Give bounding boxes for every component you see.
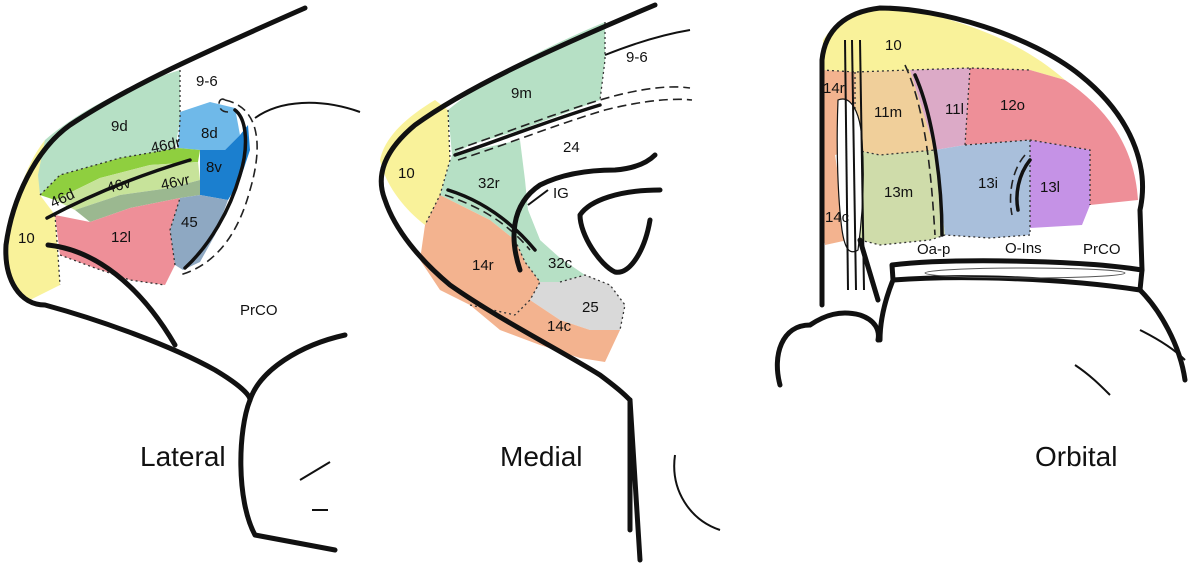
medial-area-32c	[515, 210, 585, 282]
lateral-area-46v	[75, 180, 200, 222]
orbital-area-12o	[965, 68, 1138, 205]
orbital-label-prco: PrCO	[1083, 241, 1121, 258]
medial-area-14c	[470, 300, 620, 362]
lateral-label-46vr: 46vr	[159, 171, 191, 194]
medial-area-25	[530, 275, 625, 330]
lateral-area-9d	[38, 70, 180, 195]
medial-label-14c: 14c	[547, 318, 572, 335]
orbital-label-13m: 13m	[884, 184, 913, 201]
orbital-label-oap: Oa-p	[917, 241, 950, 258]
medial-label-32c: 32c	[548, 255, 573, 272]
lateral-label-8v: 8v	[206, 159, 222, 176]
orbital-label-13i: 13i	[978, 175, 998, 192]
lateral-label-45: 45	[181, 214, 198, 231]
orbital-label-11l: 11l	[945, 101, 964, 118]
lateral-area-8d	[178, 102, 240, 150]
lateral-label-10: 10	[18, 230, 35, 247]
orbital-area-11l	[910, 68, 970, 150]
medial-label-ig: IG	[553, 185, 569, 202]
medial-area-9m	[448, 22, 605, 155]
medial-label-10: 10	[398, 165, 415, 182]
orbital-label-11m: 11m	[874, 104, 902, 121]
medial-label-9-6: 9-6	[626, 49, 648, 66]
orbital-area-13l	[1030, 140, 1090, 228]
medial-view-title: Medial	[500, 441, 582, 472]
medial-area-10	[380, 100, 450, 225]
orbital-label-12o: 12o	[1000, 97, 1025, 114]
orbital-area-13m	[855, 150, 945, 245]
lateral-area-12l	[55, 198, 180, 285]
lateral-label-8d: 8d	[201, 125, 218, 142]
orbital-label-10: 10	[885, 37, 902, 54]
lateral-area-45	[170, 195, 228, 270]
lateral-label-12l: 12l	[111, 229, 131, 246]
medial-label-32r: 32r	[478, 175, 500, 192]
lateral-label-9d: 9d	[111, 118, 128, 135]
orbital-area-13i	[935, 140, 1030, 238]
medial-panel: 10 9m 9-6 24 32r IG 14r 32c 25 14c Media…	[378, 2, 721, 563]
orbital-label-oins: O-Ins	[1005, 240, 1042, 257]
lateral-label-9-6: 9-6	[196, 73, 218, 90]
medial-label-24: 24	[563, 139, 580, 156]
lateral-label-46v: 46v	[105, 174, 133, 196]
medial-label-25: 25	[582, 299, 599, 316]
lateral-area-46dr	[40, 148, 200, 200]
lateral-view-title: Lateral	[140, 441, 226, 472]
lateral-panel: 10 9d 9-6 8d 8v 46dr 46d 46v 46vr 45 12l…	[3, 5, 361, 553]
orbital-view-title: Orbital	[1035, 441, 1117, 472]
medial-label-14r: 14r	[472, 257, 494, 274]
lateral-label-prco: PrCO	[240, 302, 278, 319]
lateral-area-10	[8, 140, 60, 300]
orbital-panel: 10 14r 11m 11l 12o 13m 13i 13l 14c Oa-p …	[774, 5, 1188, 472]
orbital-area-10	[822, 8, 1065, 80]
orbital-label-14r: 14r	[823, 80, 845, 97]
orbital-label-13l: 13l	[1040, 179, 1060, 196]
medial-label-9m: 9m	[511, 85, 532, 102]
lateral-label-46dr: 46dr	[149, 134, 182, 157]
orbital-label-14c: 14c	[825, 209, 850, 226]
